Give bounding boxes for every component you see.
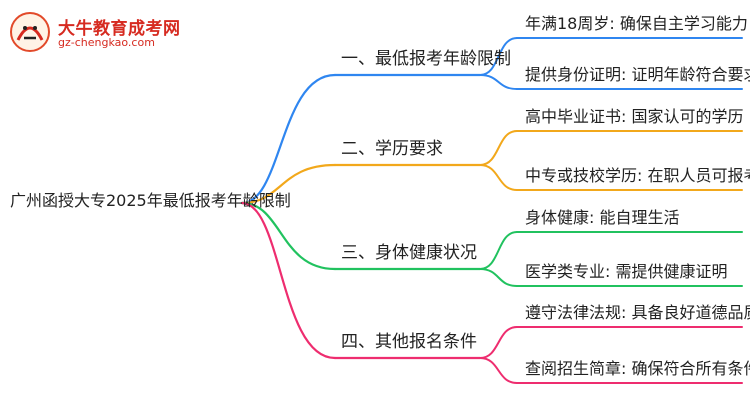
logo-name: 大牛教育成考网 [58, 19, 181, 39]
leaf-connector-3-2 [479, 268, 518, 287]
leaf-label-1-1: 年满18周岁: 确保自主学习能力 [525, 14, 748, 33]
branch-label-2: 二、学历要求 [341, 139, 443, 159]
leaf-connector-4-1 [479, 326, 518, 359]
leaf-label-3-1: 身体健康: 能自理生活 [525, 208, 680, 227]
leaf-label-4-2: 查阅招生简章: 确保符合所有条件 [525, 359, 750, 378]
leaf-connector-3-1 [479, 231, 518, 270]
branch-connector-3 [240, 201, 337, 271]
leaf-label-2-1: 高中毕业证书: 国家认可的学历 [525, 107, 744, 126]
leaf-label-1-2: 提供身份证明: 证明年龄符合要求 [525, 65, 750, 84]
branch-connector-1 [240, 73, 337, 205]
leaf-connector-1-2 [479, 74, 518, 90]
logo-url: gz-chengkao.com [58, 36, 155, 49]
root-topic: 广州函授大专2025年最低报考年龄限制 [10, 191, 291, 210]
branch-label-3: 三、身体健康状况 [341, 243, 477, 263]
leaf-connector-2-2 [479, 164, 518, 191]
logo: 大牛教育成考网 gz-chengkao.com [8, 10, 181, 54]
branch-connector-4 [240, 201, 337, 360]
branch-label-1: 一、最低报考年龄限制 [341, 49, 511, 69]
leaf-label-2-2: 中专或技校学历: 在职人员可报考 [525, 166, 750, 185]
leaf-connector-2-1 [479, 130, 518, 166]
branch-label-4: 四、其他报名条件 [341, 332, 477, 352]
leaf-connector-1-1 [479, 37, 518, 76]
leaf-connector-4-2 [479, 357, 518, 384]
leaf-label-4-1: 遵守法律法规: 具备良好道德品质 [525, 303, 750, 322]
logo-mascot-icon [10, 12, 50, 52]
leaf-label-3-2: 医学类专业: 需提供健康证明 [525, 262, 728, 281]
branch-connector-2 [240, 163, 337, 205]
